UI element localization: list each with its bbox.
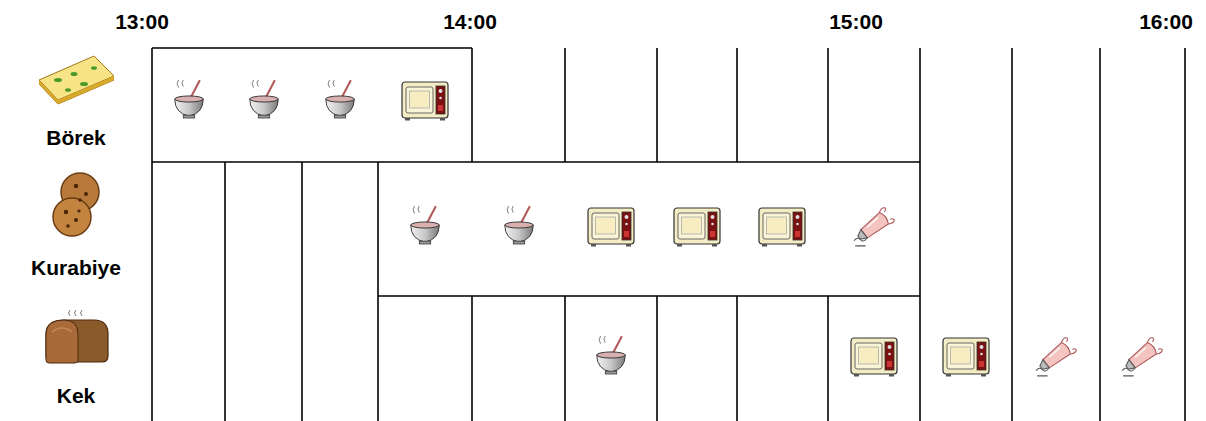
time-label: 13:00: [115, 10, 169, 34]
oven-icon: [402, 82, 448, 121]
oven-icon: [759, 208, 805, 247]
mixing-icon: [597, 336, 626, 374]
row-label: Kurabiye: [31, 256, 121, 280]
grid-lines: [152, 48, 1185, 421]
mixing-icon: [175, 80, 204, 118]
oven-icon: [943, 338, 989, 377]
time-label: 14:00: [443, 10, 497, 34]
mixing-icon: [250, 80, 279, 118]
row-label: Börek: [46, 126, 106, 150]
piping-bag-icon: [1122, 337, 1163, 376]
oven-icon: [851, 338, 897, 377]
cookie-picture: [53, 173, 99, 236]
cake-picture: [46, 310, 108, 363]
mixing-icon: [326, 80, 355, 118]
mixing-icon: [411, 206, 440, 244]
oven-icon: [674, 208, 720, 247]
mixing-icon: [505, 206, 534, 244]
time-label: 15:00: [829, 10, 883, 34]
piping-bag-icon: [854, 207, 895, 246]
time-label: 16:00: [1139, 10, 1193, 34]
borek-picture: [39, 56, 114, 104]
piping-bag-icon: [1036, 337, 1077, 376]
oven-icon: [588, 208, 634, 247]
row-label: Kek: [57, 384, 96, 408]
